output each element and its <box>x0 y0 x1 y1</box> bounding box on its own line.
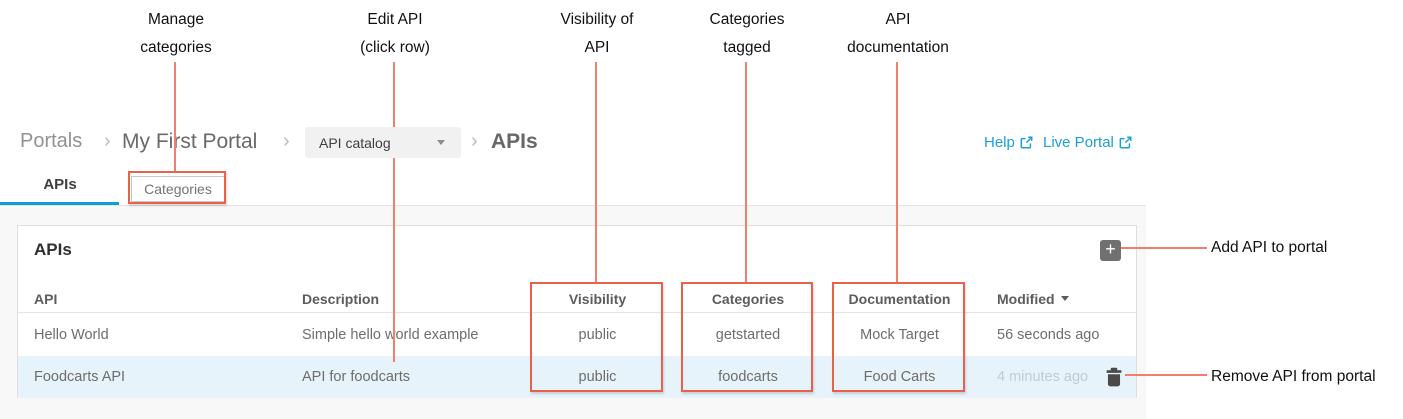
callout-box-categories-tab <box>128 171 226 204</box>
column-header-modified-label: Modified <box>997 290 1055 307</box>
callout-label-line: documentation <box>847 39 949 56</box>
cell-modified: 4 minutes ago <box>997 369 1089 385</box>
callout-label-visibility: Visibility of API <box>517 6 677 62</box>
callout-line-manage-categories <box>174 62 176 171</box>
callout-label-line: API <box>885 11 911 28</box>
cell-documentation: Mock Target <box>860 326 939 343</box>
table-row-hello-world[interactable]: Hello World Simple hello world example p… <box>18 313 1136 356</box>
column-header-documentation[interactable]: Documentation <box>848 290 951 307</box>
callout-box-documentation-column <box>832 282 965 392</box>
breadcrumb-separator: › <box>471 130 478 152</box>
cell-description: API for foodcarts <box>302 369 410 385</box>
callout-label-edit-api: Edit API (click row) <box>315 6 475 62</box>
panel-title: APIs <box>34 240 72 259</box>
breadcrumb-separator: › <box>104 130 111 152</box>
add-api-button[interactable]: + <box>1100 240 1121 261</box>
page-selector-dropdown[interactable]: API catalog <box>305 127 461 158</box>
live-portal-link-label: Live Portal <box>1043 134 1114 151</box>
breadcrumb-separator: › <box>283 130 290 152</box>
callout-line-categories-tagged <box>745 62 747 282</box>
external-link-icon <box>1020 136 1033 149</box>
callout-label-line: Edit API <box>367 11 423 28</box>
callout-box-categories-column <box>681 282 813 392</box>
callout-box-visibility-column <box>530 282 663 392</box>
callout-line-api-documentation <box>896 62 898 282</box>
trash-icon <box>1106 367 1122 387</box>
callout-label-line: tagged <box>723 39 771 56</box>
live-portal-link[interactable]: Live Portal <box>1043 134 1132 151</box>
sort-descending-icon <box>1060 296 1069 301</box>
help-link[interactable]: Help <box>984 134 1033 151</box>
chevron-down-icon <box>437 140 445 145</box>
cell-documentation: Food Carts <box>863 369 936 385</box>
callout-label-categories-tagged: Categories tagged <box>667 6 827 62</box>
column-header-categories[interactable]: Categories <box>711 290 785 307</box>
page-selector-value: API catalog <box>319 134 391 151</box>
external-link-icon <box>1119 136 1132 149</box>
cell-api: Foodcarts API <box>34 369 126 385</box>
callout-label-add-api: Add API to portal <box>1211 239 1328 256</box>
callout-label-line: Manage <box>147 11 204 28</box>
remove-api-button[interactable] <box>1103 366 1125 388</box>
cell-modified: 56 seconds ago <box>997 326 1100 343</box>
callout-line-add-api <box>1121 247 1207 249</box>
help-link-label: Help <box>984 134 1015 151</box>
table-header-row: API Description Visibility Categories Do… <box>18 285 1136 313</box>
callout-label-line: (click row) <box>360 39 430 56</box>
column-header-api[interactable]: API <box>34 290 58 307</box>
tab-apis[interactable]: APIs <box>43 176 77 193</box>
callout-line-visibility <box>595 62 597 282</box>
callout-label-manage-categories: Manage categories <box>96 6 256 62</box>
cell-visibility: public <box>578 326 617 343</box>
callout-label-remove-api: Remove API from portal <box>1211 368 1376 385</box>
cell-categories: foodcarts <box>718 369 778 385</box>
callout-label-line: Categories <box>709 11 785 28</box>
breadcrumb-portal-name[interactable]: My First Portal <box>122 130 258 153</box>
column-header-description[interactable]: Description <box>302 290 380 307</box>
active-tab-indicator <box>0 202 119 205</box>
callout-label-line: Visibility of <box>560 11 634 28</box>
column-header-visibility[interactable]: Visibility <box>568 290 627 307</box>
tab-categories[interactable]: Categories <box>131 176 225 202</box>
cell-categories: getstarted <box>715 326 781 343</box>
cell-description: Simple hello world example <box>302 326 479 343</box>
callout-label-line: API <box>584 39 610 56</box>
callout-line-remove-api <box>1125 374 1207 376</box>
callout-label-api-documentation: API documentation <box>818 6 978 62</box>
breadcrumb-current-page: APIs <box>491 130 538 153</box>
column-header-modified[interactable]: Modified <box>997 285 1069 312</box>
callout-label-line: categories <box>140 39 212 56</box>
cell-visibility: public <box>578 369 617 385</box>
apis-panel: APIs + API Description Visibility Catego… <box>17 225 1137 398</box>
callout-line-edit-api <box>393 62 395 362</box>
breadcrumb-portals[interactable]: Portals <box>20 130 83 152</box>
cell-api: Hello World <box>34 326 109 343</box>
